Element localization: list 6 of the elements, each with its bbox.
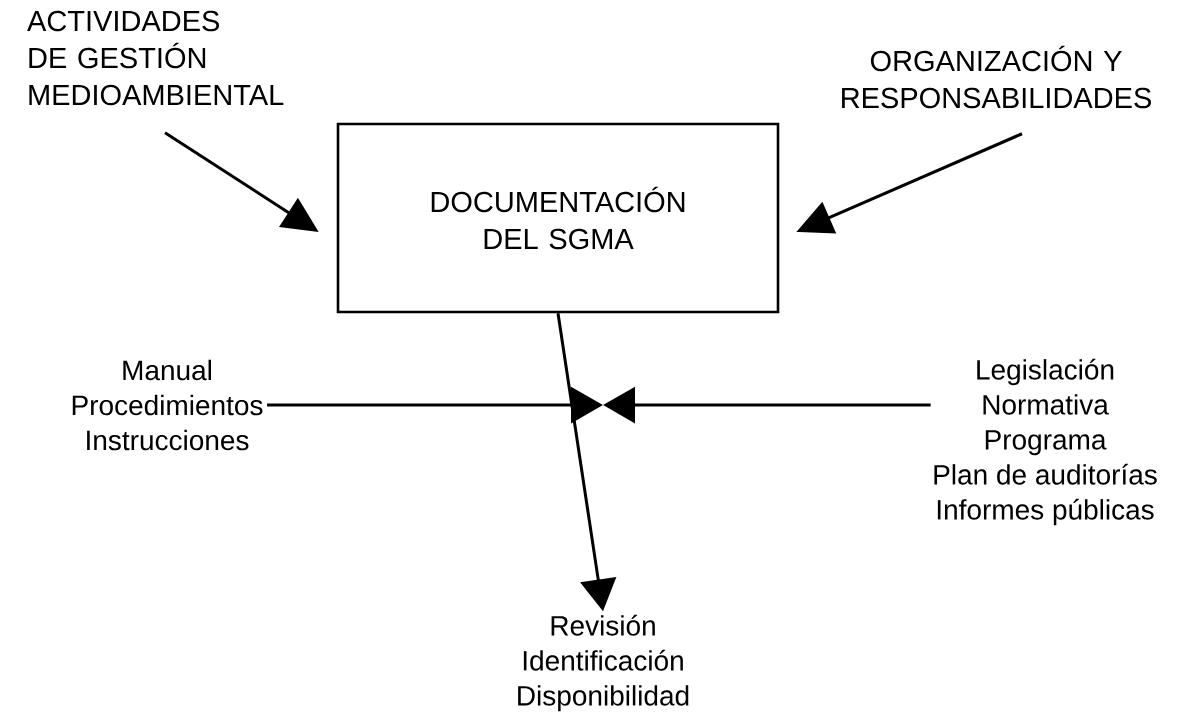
process-box: DOCUMENTACIÓN DEL SGMA	[336, 122, 780, 314]
heading-text: ORGANIZACIÓN Y RESPONSABILIDADES	[842, 45, 1151, 109]
item-list: Legislación Normativa Programa Plan de auditorías Informes públicas	[934, 358, 1157, 526]
heading-text: ACTIVIDADES DE GESTIÓN MEDIOAMBIENTAL	[27, 10, 284, 106]
item-list: Manual Procedimientos Instrucciones	[72, 359, 263, 451]
item-list: Revisión Identificación Disponibilidad	[518, 614, 689, 712]
